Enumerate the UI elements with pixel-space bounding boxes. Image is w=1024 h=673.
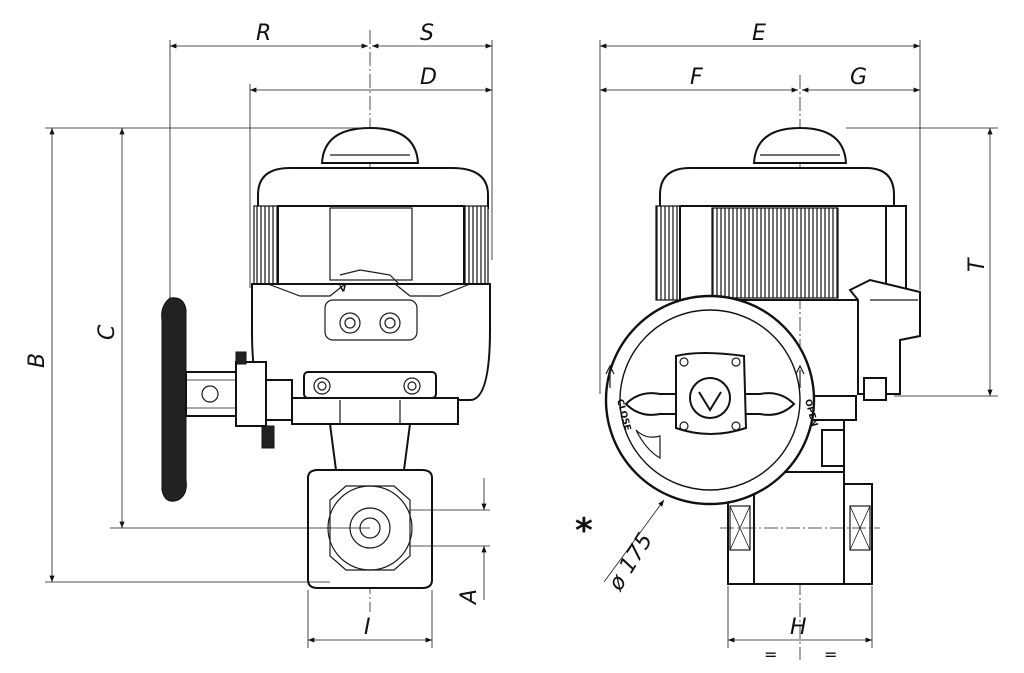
dim-label-I: I — [364, 615, 371, 640]
dim-label-G: G — [850, 65, 867, 90]
dim-label-A: A — [457, 589, 482, 606]
dim-label-R: R — [256, 21, 271, 46]
dim-label-T: T — [965, 257, 990, 272]
handwheel-note-marker: * — [575, 511, 593, 551]
dim-label-F: F — [690, 65, 703, 90]
dim-label-S: S — [420, 21, 434, 46]
equal-mark-right: = — [824, 645, 837, 664]
front-view: CLOSE OPEN E F G T H * ø 175 = = — [575, 21, 998, 664]
dim-label-B: B — [25, 353, 50, 368]
dim-label-H: H — [790, 615, 807, 640]
dim-label-E: E — [752, 21, 766, 46]
dim-label-D: D — [420, 65, 437, 90]
dim-label-C: C — [95, 324, 120, 340]
handwheel-diameter-label: ø 175 — [603, 529, 658, 596]
brand-plate-text: V — [339, 284, 347, 295]
side-view: V — [25, 21, 493, 648]
equal-mark-left: = — [764, 645, 777, 664]
